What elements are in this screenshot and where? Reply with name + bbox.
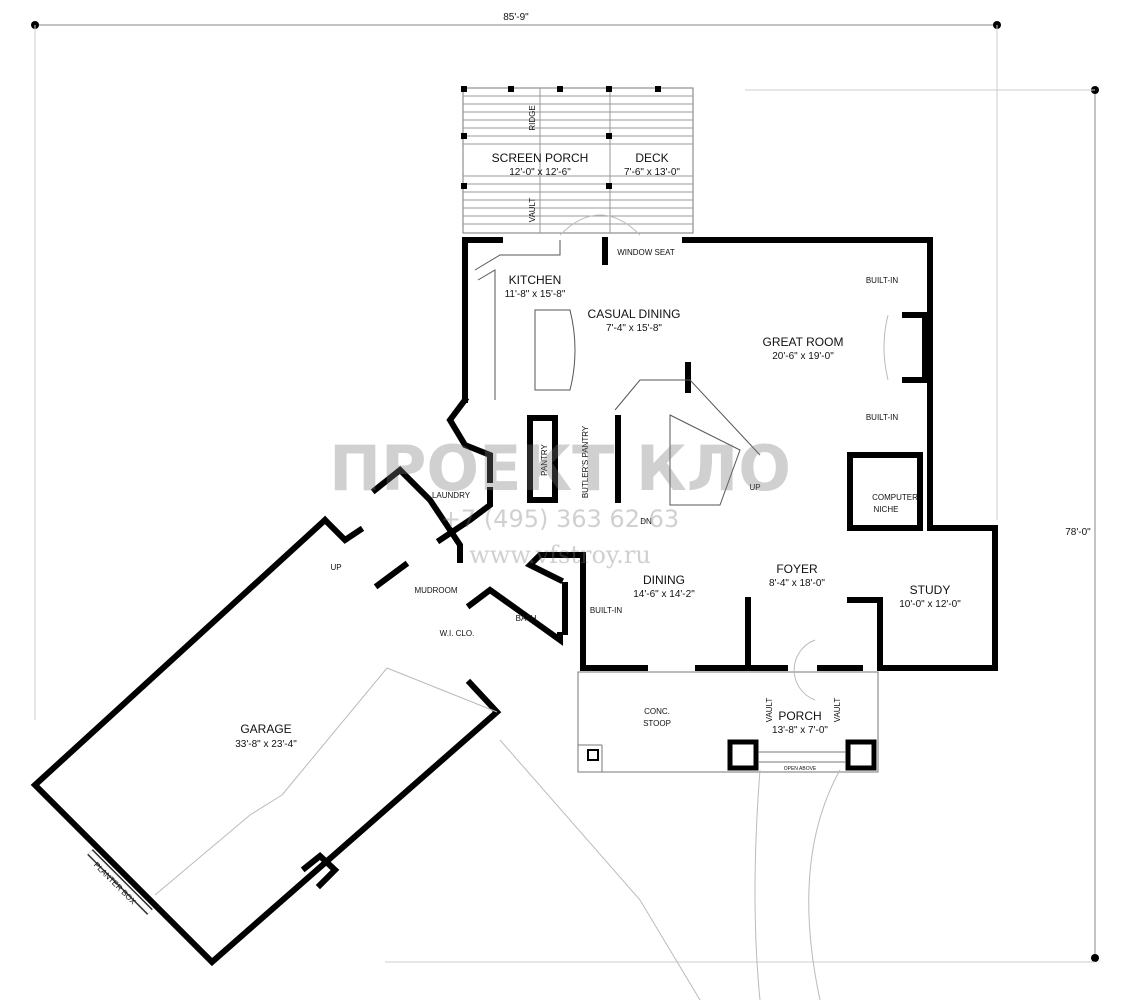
- study-size: 10'-0" x 12'-0": [899, 599, 961, 610]
- watermark-url: www.vfstroy.ru: [469, 541, 651, 569]
- deck-size: 7'-6" x 13'-0": [624, 167, 680, 178]
- dimension-lines: [31, 21, 1099, 963]
- overall-width: 85'-9": [503, 12, 529, 23]
- porch-size: 13'-8" x 7'-0": [772, 725, 828, 736]
- great-room-size: 20'-6" x 19'-0": [772, 351, 834, 362]
- vault-note-porch: VAULT: [528, 198, 537, 223]
- pantry-note: PANTRY: [540, 443, 549, 475]
- mudroom-note: MUDROOM: [414, 586, 457, 595]
- up-note-garage: UP: [330, 563, 341, 572]
- dining-name: DINING: [643, 573, 685, 587]
- dn-note: DN: [640, 517, 652, 526]
- wi-clo-note: W.I. CLO.: [440, 629, 475, 638]
- watermark-phone: +7 (495) 363 62-63: [441, 505, 679, 533]
- bath-note: BATH: [516, 614, 537, 623]
- up-note-stairs: UP: [749, 483, 760, 492]
- deck-name: DECK: [635, 151, 668, 165]
- garage-name: GARAGE: [240, 722, 291, 736]
- computer-niche-note-2: NICHE: [874, 505, 899, 514]
- overall-depth: 78'-0": [1065, 527, 1091, 538]
- open-above-note: OPEN ABOVE: [784, 766, 817, 772]
- foyer-size: 8'-4" x 18'-0": [769, 578, 825, 589]
- casual-dining-name: CASUAL DINING: [588, 307, 681, 321]
- laundry-note: LAUNDRY: [432, 491, 471, 500]
- house-walls: [370, 237, 998, 671]
- dining-size: 14'-6" x 14'-2": [633, 589, 695, 600]
- vault-note-porch-left: VAULT: [765, 698, 774, 723]
- conc-stoop-note-1: CONC.: [644, 707, 670, 716]
- butlers-pantry-note: BUTLER'S PANTRY: [581, 425, 590, 498]
- built-in-note-1: BUILT-IN: [866, 276, 899, 285]
- screen-porch-deck: [461, 86, 694, 234]
- conc-stoop-note-2: STOOP: [643, 719, 671, 728]
- kitchen-size: 11'-8" x 15'-8": [505, 289, 566, 300]
- great-room-name: GREAT ROOM: [763, 335, 844, 349]
- garage-walls: [30, 515, 502, 967]
- study-name: STUDY: [910, 583, 951, 597]
- vault-note-porch-right: VAULT: [833, 698, 842, 723]
- garage-size: 33'-8" x 23'-4": [235, 739, 297, 750]
- built-in-note-2: BUILT-IN: [866, 413, 899, 422]
- watermark-logo: ПРОЕКТ КЛО: [329, 432, 791, 505]
- ridge-note: RIDGE: [528, 105, 537, 130]
- built-in-note-dining: BUILT-IN: [590, 606, 623, 615]
- stoop-porch: [499, 639, 879, 1000]
- porch-name: PORCH: [778, 709, 821, 723]
- foyer-name: FOYER: [776, 562, 818, 576]
- window-seat-note: WINDOW SEAT: [617, 248, 675, 257]
- kitchen-name: KITCHEN: [509, 273, 562, 287]
- screen-porch-size: 12'-0" x 12'-6": [509, 167, 571, 178]
- screen-porch-name: SCREEN PORCH: [492, 151, 589, 165]
- kitchen-fixtures: [474, 214, 889, 506]
- computer-niche-note-1: COMPUTER: [872, 493, 918, 502]
- casual-dining-size: 7'-4" x 15'-8": [606, 323, 662, 334]
